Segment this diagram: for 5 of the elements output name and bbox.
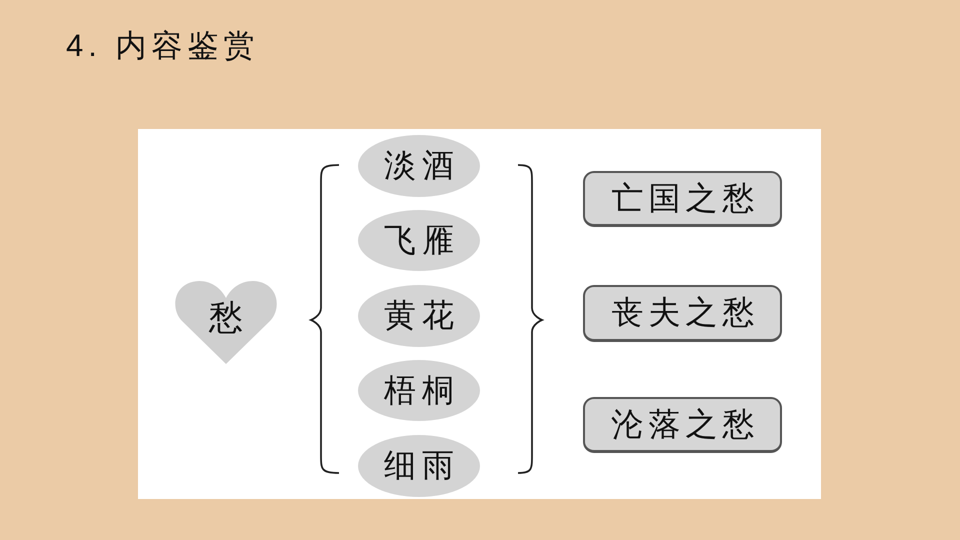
rounded-box: 亡国之愁 [583, 171, 782, 227]
rounded-box: 丧夫之愁 [583, 285, 782, 342]
slide-title: 4. 内容鉴赏 [66, 27, 260, 65]
heart-shape: 愁 [173, 280, 279, 364]
rounded-box: 沦落之愁 [583, 397, 782, 453]
